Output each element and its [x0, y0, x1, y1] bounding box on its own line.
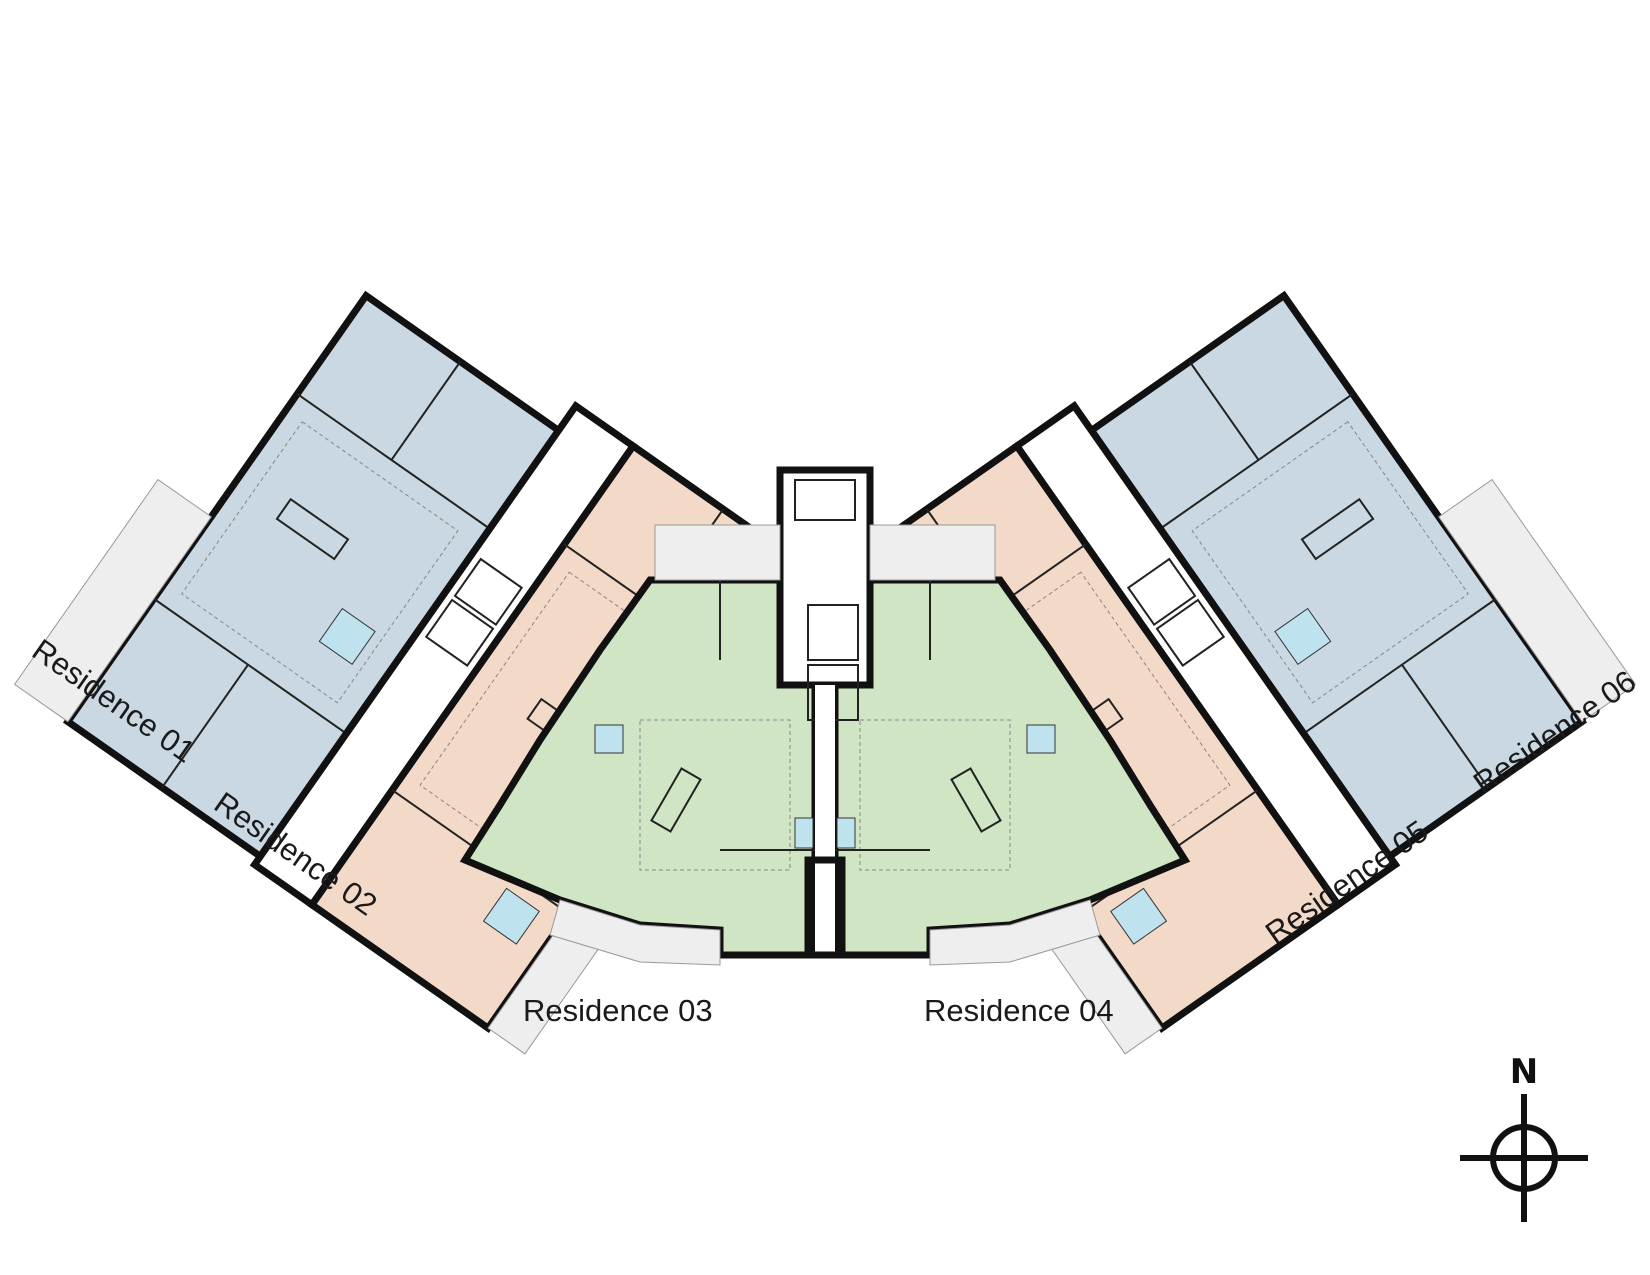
dashed-zone: [639, 719, 791, 871]
dashed-zone: [181, 421, 459, 704]
elevator-left: [424, 598, 495, 667]
elevator-left: [453, 557, 524, 626]
elevator-right: [1126, 557, 1197, 626]
terrace: [549, 899, 721, 966]
partition: [1303, 597, 1497, 735]
partition: [390, 361, 462, 461]
stair-top: [794, 479, 856, 521]
kitchen-island: [275, 497, 350, 561]
bath-glass: [794, 817, 814, 849]
terrace: [869, 524, 996, 581]
partition: [1188, 361, 1260, 461]
north-compass: N: [1460, 1052, 1588, 1222]
residence-06-fill: [1091, 295, 1583, 857]
partition: [1159, 393, 1354, 530]
central-core: [780, 470, 870, 685]
partition: [296, 393, 491, 530]
residence-03-label: Residence 03: [523, 993, 713, 1028]
bath-glass: [318, 607, 376, 666]
kitchen-island: [650, 767, 702, 833]
kitchen-island: [1300, 497, 1375, 561]
partition: [153, 597, 347, 735]
elevator-center: [807, 604, 859, 661]
bath-glass: [594, 724, 624, 754]
bath-glass: [836, 817, 856, 849]
compass-north-label: N: [1510, 1052, 1538, 1092]
bath-glass: [482, 887, 540, 945]
dashed-zone: [859, 719, 1011, 871]
partition: [161, 664, 249, 789]
terrace: [654, 524, 781, 581]
residence-01-unit: [62, 290, 564, 862]
residence-03-fill: [465, 580, 815, 955]
kitchen-island: [950, 767, 1002, 833]
terrace: [929, 899, 1101, 966]
terrace: [13, 478, 212, 723]
residence-01-fill: [67, 295, 559, 857]
corridor-right: [1016, 405, 1396, 905]
dashed-zone: [1191, 421, 1469, 704]
bath-glass: [1026, 724, 1056, 754]
stair-bottom: [804, 856, 846, 959]
bath-glass: [1274, 607, 1332, 666]
terrace: [1438, 478, 1637, 723]
residence-04-label: Residence 04: [924, 993, 1114, 1028]
elevator-right: [1155, 598, 1226, 667]
center-block: [459, 466, 1191, 966]
partition: [1401, 664, 1489, 789]
central-corridor: [815, 685, 835, 955]
corridor-left: [254, 405, 634, 905]
bath-glass: [1110, 887, 1168, 945]
